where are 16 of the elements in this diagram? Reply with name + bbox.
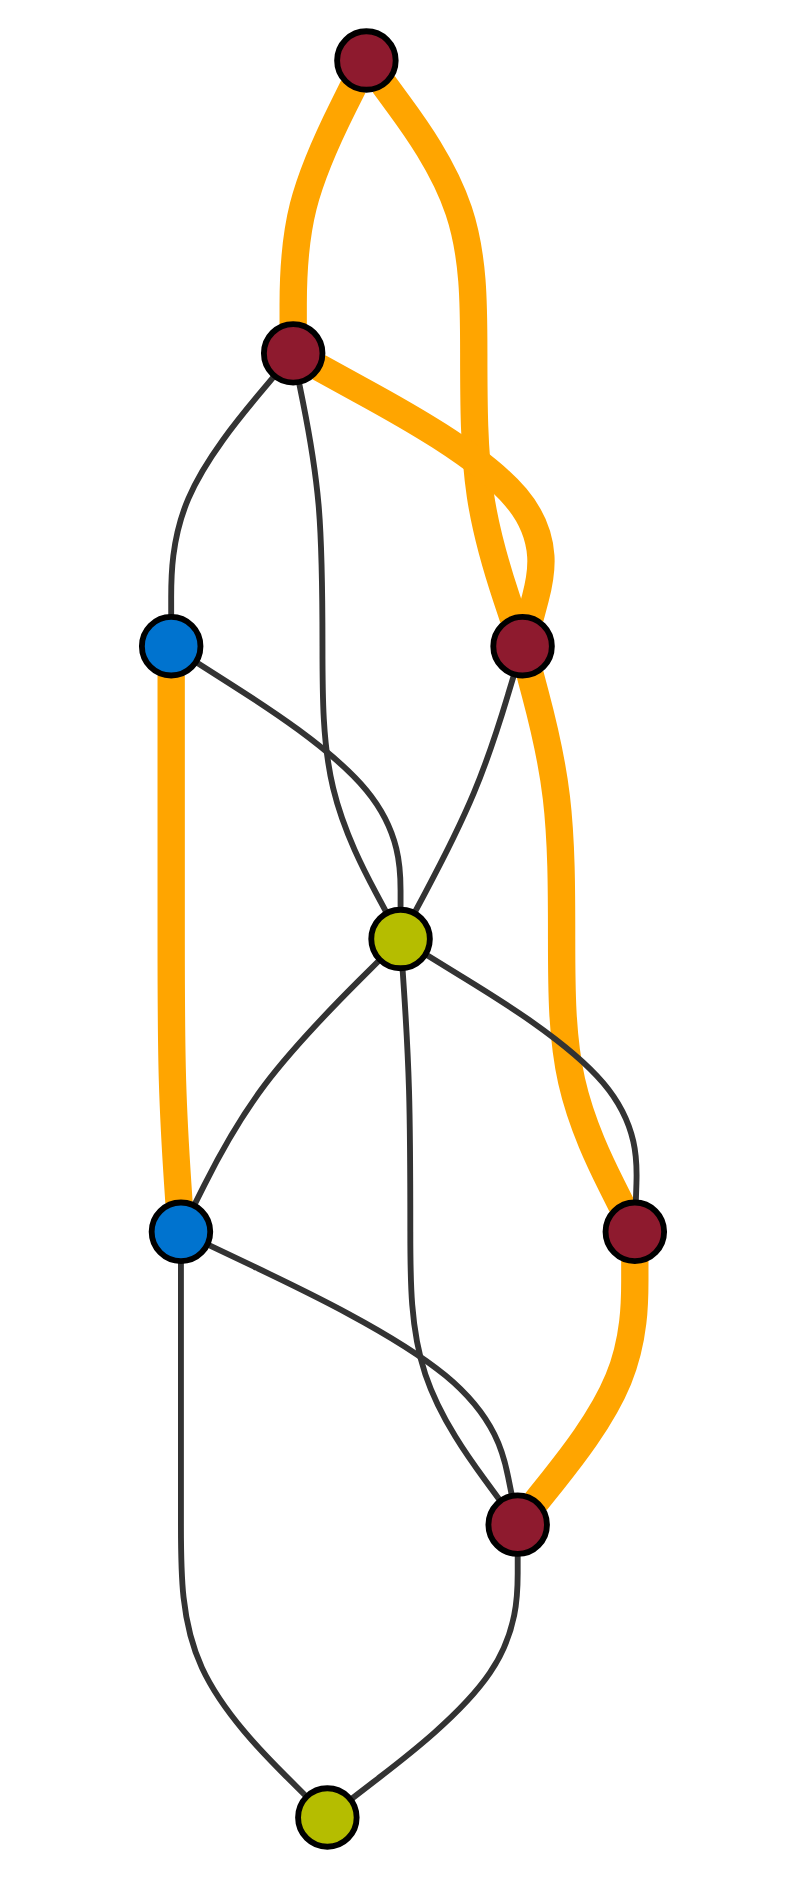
connector: [516, 670, 634, 1212]
connector: [194, 659, 404, 910]
connector: [424, 951, 640, 1203]
connector: [348, 1553, 521, 1802]
connector: [206, 1241, 515, 1497]
connector: [157, 675, 193, 1204]
connector: [312, 355, 555, 622]
connector: [399, 968, 503, 1503]
connector: [279, 80, 366, 325]
connector: [178, 1261, 309, 1799]
connector: [168, 373, 277, 617]
connector: [372, 76, 527, 623]
connector: [411, 673, 517, 915]
connector: [191, 957, 382, 1207]
connector: [525, 1261, 649, 1511]
connector: [296, 381, 390, 915]
